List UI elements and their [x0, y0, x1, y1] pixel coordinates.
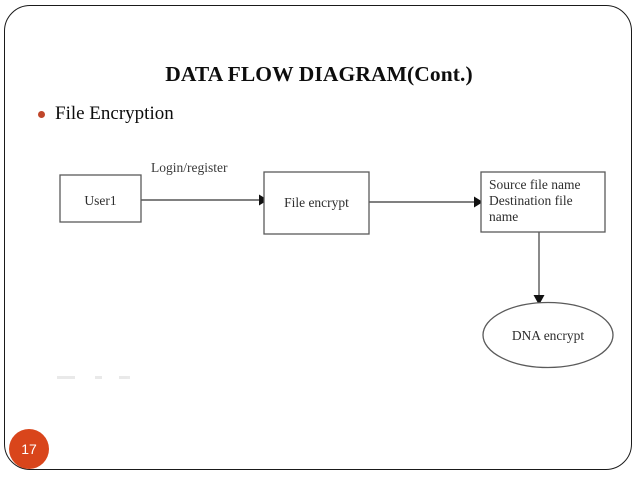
node-file-names-line-1: Source file name: [489, 177, 580, 192]
bullet-dot-icon: [38, 110, 45, 118]
node-file-encrypt-label: File encrypt: [284, 195, 349, 210]
node-dna-encrypt: DNA encrypt: [482, 301, 614, 369]
node-file-encrypt: File encrypt: [263, 171, 370, 235]
data-flow-diagram: Login/register User1 File encrypt Source…: [30, 150, 620, 395]
page-number-badge: 17: [9, 429, 49, 469]
edge-file-names-to-dna-encrypt: [533, 232, 545, 305]
node-dna-encrypt-label: DNA encrypt: [512, 328, 585, 343]
bullet-item-label: File Encryption: [55, 103, 174, 124]
bullet-list-item: File Encryption: [38, 103, 174, 125]
edge-user1-to-file-encrypt: [141, 194, 268, 206]
page-title: DATA FLOW DIAGRAM(Cont.): [165, 62, 473, 86]
edge-label-login-register: Login/register: [151, 160, 228, 175]
node-file-names-line-2: Destination file: [489, 193, 573, 208]
edge-file-encrypt-to-file-names: [369, 196, 483, 208]
node-user1-label: User1: [84, 193, 116, 208]
node-file-names-line-3: name: [489, 209, 518, 224]
node-user1: User1: [59, 174, 142, 223]
node-file-names: Source file name Destination file name: [480, 171, 606, 233]
